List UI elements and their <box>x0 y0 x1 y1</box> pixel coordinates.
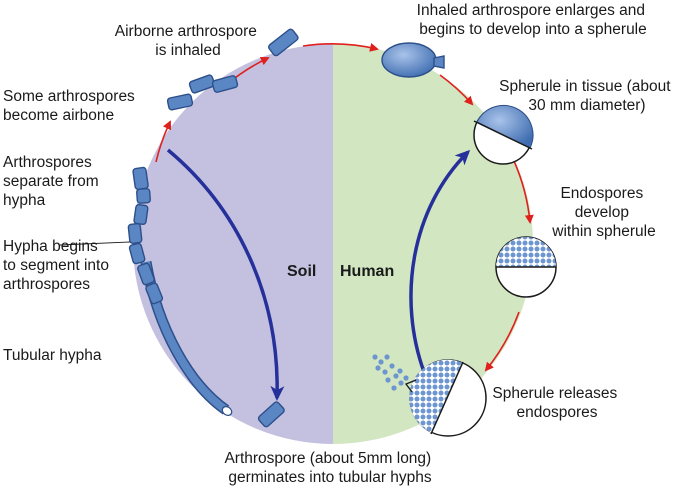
label-releases: Spherule releases endospores <box>492 385 621 421</box>
label-segment: Hypha begins to segment into arthrospore… <box>3 238 113 293</box>
label-germinates: Arthrospore (about 5mm long) germinates … <box>224 450 435 486</box>
tissue-spherule <box>473 105 534 165</box>
germination-arrow <box>166 148 285 401</box>
label-tissue: Spherule in tissue (about 30 mm diameter… <box>499 78 675 114</box>
label-enlarges: Inhaled arthrospore enlarges and begins … <box>417 2 650 38</box>
label-endospores: Endospores develop within spherule <box>551 185 655 240</box>
germinating-arthrospore <box>257 401 285 428</box>
infection-arrow <box>409 149 471 373</box>
label-tubular: Tubular hypha <box>3 347 102 364</box>
segment-leader-line <box>59 241 131 246</box>
inhaled-arthrospore <box>267 28 299 57</box>
released-endospores <box>372 354 409 391</box>
soil-zone <box>133 44 333 444</box>
cycle-arrow-to-enlarge <box>302 43 379 52</box>
endospore-spherule <box>495 236 557 298</box>
soil-zone-label: Soil <box>287 263 316 280</box>
airborne-arthrospores <box>166 74 239 111</box>
label-separate: Arthrospores separate from hypha <box>3 154 103 209</box>
releasing-spherule <box>404 359 487 437</box>
label-airborne: Some arthrospores become airbone <box>3 88 139 124</box>
cycle-arrow-to-airborne <box>155 120 172 163</box>
cycle-arrow-to-release <box>484 311 520 372</box>
separating-arthrospores <box>132 166 151 204</box>
cycle-arrow-to-tissue <box>439 74 474 106</box>
cycle-arrow-to-endospores <box>513 160 534 224</box>
segmenting-hypha <box>127 203 164 305</box>
enlarging-spherule <box>381 42 445 78</box>
human-zone-label: Human <box>340 263 394 280</box>
label-inhaled: Airborne arthrospore is inhaled <box>115 23 261 59</box>
